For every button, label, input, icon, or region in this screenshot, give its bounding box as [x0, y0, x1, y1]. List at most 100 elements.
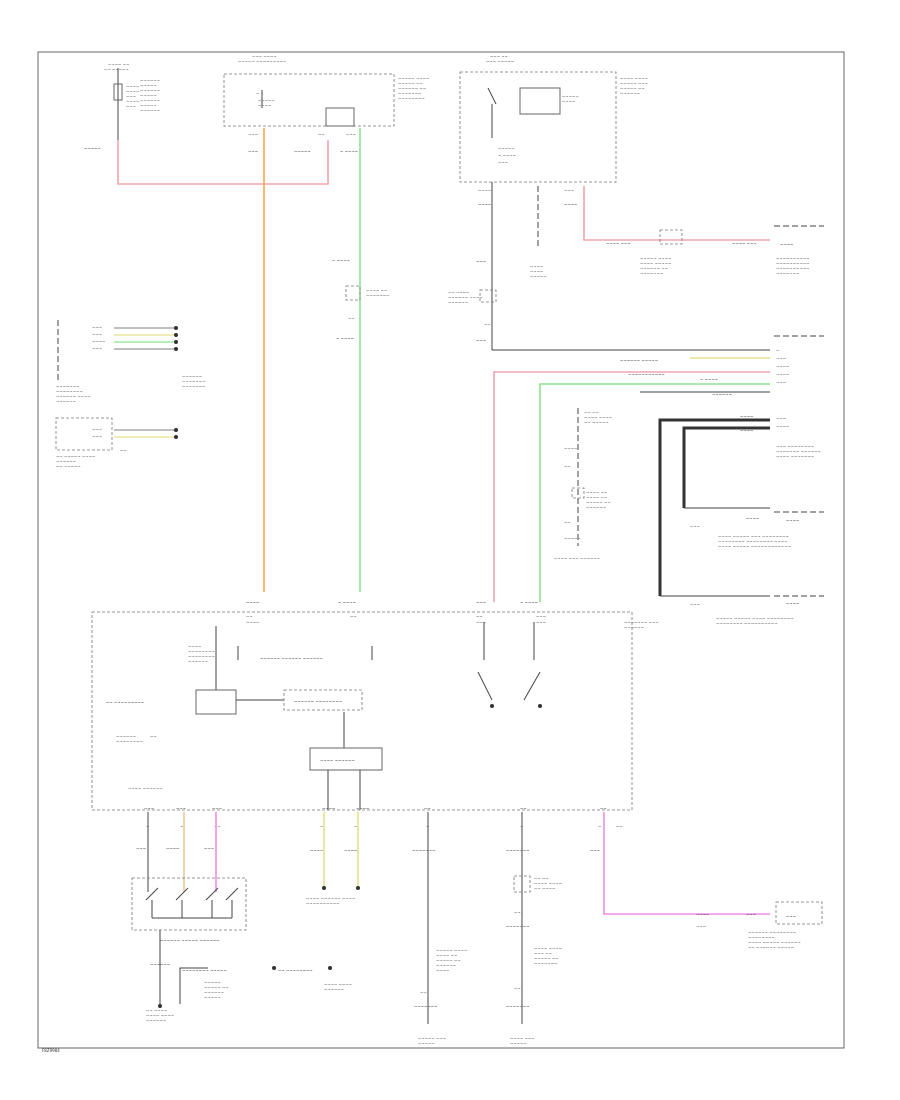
svg-text:~~~: ~~~ [776, 380, 786, 385]
svg-text:~~~~: ~~~~ [356, 806, 369, 811]
svg-text:~~~: ~~~ [248, 132, 258, 137]
svg-text:~~~: ~~~ [136, 846, 146, 851]
svg-text:~~~~~~~~~~: ~~~~~~~~~~ [776, 256, 810, 261]
svg-text:~~~~~~ ~~~~~: ~~~~~~ ~~~~~ [620, 358, 658, 363]
svg-text:~~~: ~~~ [776, 416, 786, 421]
svg-text:~~~~ ~~~~: ~~~~ ~~~~ [534, 881, 562, 886]
svg-text:~~~~ ~~: ~~~~ ~~ [366, 288, 387, 293]
svg-text:~~~: ~~~ [126, 94, 136, 99]
svg-text:~~~~: ~~~~ [126, 84, 139, 89]
svg-text:~~~~~~ ~~: ~~~~~~ ~~ [640, 266, 668, 271]
svg-text:~~~ ~~~~: ~~~ ~~~~ [252, 54, 277, 59]
svg-text:~~~~: ~~~~ [436, 968, 449, 973]
svg-text:~~: ~~ [150, 734, 157, 739]
svg-text:~~~: ~~~ [176, 806, 186, 811]
svg-text:~~: ~~ [564, 464, 571, 469]
svg-text:~~~: ~~~ [476, 259, 486, 264]
svg-text:~~~: ~~~ [498, 160, 508, 165]
svg-text:~~~ ~~~~~: ~~~ ~~~~~ [486, 59, 514, 64]
svg-text:~~~~~ ~~~~: ~~~~~ ~~~~ [398, 76, 429, 81]
svg-text:~~~~~~~~~~: ~~~~~~~~~~ [306, 901, 340, 906]
magenta-wire-bottom [603, 812, 770, 915]
svg-text:~~~~~: ~~~~~ [294, 149, 311, 154]
svg-text:~: ~ [354, 824, 357, 829]
svg-text:~~~~~~: ~~~~~~ [140, 108, 160, 113]
svg-text:~~~~~~~: ~~~~~~~ [506, 848, 529, 853]
svg-text:~~: ~~ [424, 806, 431, 811]
svg-text:~~~~: ~~~~ [188, 644, 201, 649]
svg-text:~~: ~~ [350, 614, 357, 619]
svg-text:~ ~~~~: ~ ~~~~ [498, 153, 516, 158]
svg-text:~~~~~ ~~~: ~~~~~ ~~~ [418, 1036, 446, 1041]
svg-text:~~~~~~~~: ~~~~~~~~ [398, 96, 425, 101]
svg-text:~~~~~~: ~~~~~~ [188, 659, 208, 664]
svg-text:~~~~ ~~~~: ~~~~ ~~~~ [534, 946, 562, 951]
svg-text:~~~: ~~~ [536, 620, 546, 625]
svg-text:~~~~ ~~: ~~~~ ~~ [108, 62, 129, 67]
svg-text:~~ ~~~~: ~~ ~~~~ [448, 290, 469, 295]
svg-text:~~~~~ ~~: ~~~~~ ~~ [586, 500, 611, 505]
svg-text:~~~~~~ ~~: ~~~~~~ ~~ [398, 86, 426, 91]
diagram-code: F8Z9984 [42, 1048, 60, 1053]
svg-text:~~~~: ~~~~ [564, 446, 577, 451]
svg-text:~~~~: ~~~~ [246, 600, 259, 605]
relay-splice: ~~~ ~~ ~~~~ ~~~~~~ ~~~~ ~~~~~~ ~~ ~~~ [448, 259, 497, 343]
svg-text:~~~: ~~~ [92, 346, 102, 351]
svg-text:~~~ ~~: ~~~ ~~ [534, 951, 552, 956]
svg-text:~~~~~~~ ~~~~~~: ~~~~~~~ ~~~~~~ [776, 449, 821, 454]
svg-text:~~ ~~~~: ~~ ~~~~ [534, 886, 555, 891]
svg-text:~~: ~~ [600, 806, 607, 811]
svg-text:~~~~: ~~~~ [322, 806, 335, 811]
svg-text:~~~~~ ~~: ~~~~~ ~~ [398, 81, 423, 86]
svg-text:~~ ~~~~~: ~~ ~~~~~ [56, 464, 81, 469]
svg-text:~~~~~ ~~: ~~~~~ ~~ [620, 86, 645, 91]
bottom-labels: ~~~ ~~~~ ~~~ ~~~~ ~~~~ ~~~~~~~ ~~~~~~~ ~… [136, 846, 600, 906]
svg-text:~~~: ~~~ [690, 602, 700, 607]
svg-text:~~~: ~~~ [476, 600, 486, 605]
svg-text:~~~: ~~~ [776, 356, 786, 361]
svg-text:~~ ~~~~~: ~~ ~~~~~ [584, 420, 609, 425]
svg-text:~~~: ~~~ [696, 924, 706, 929]
svg-text:~: ~ [776, 348, 779, 353]
svg-text:~~~: ~~~ [590, 848, 600, 853]
diagram-frame [37, 51, 845, 1049]
svg-text:~~~~~: ~~~~~ [204, 995, 221, 1000]
svg-text:~~~~~~: ~~~~~~ [712, 392, 732, 397]
svg-text:~~~~~: ~~~~~ [530, 274, 547, 279]
svg-text:~~~~~~~: ~~~~~~~ [776, 271, 799, 276]
svg-text:~~~~~ ~~~~: ~~~~~ ~~~~ [436, 948, 467, 953]
svg-text:~~~~~: ~~~~~ [204, 980, 221, 985]
svg-text:~~ ~~~~~~~~: ~~ ~~~~~~~~ [278, 968, 313, 973]
bottom-right-sensor: ~~~~ ~~~ ~~~ ~~~ ~~~~~~ ~~~~~~~~ ~~~~~~~… [696, 901, 823, 950]
svg-text:~~~~ ~~~~~~: ~~~~ ~~~~~~ [128, 786, 163, 791]
svg-text:~ ~~~~: ~ ~~~~ [340, 149, 358, 154]
svg-text:~~~~: ~~~~ [166, 846, 179, 851]
svg-text:~~~~~: ~~~~~ [562, 94, 579, 99]
svg-text:~~~~~~~~ ~~~~~: ~~~~~~~~ ~~~~~ [182, 968, 227, 973]
svg-text:~~~~ ~~~~~~: ~~~~ ~~~~~~ [320, 758, 355, 763]
svg-text:~~: ~~ [476, 614, 483, 619]
svg-text:~~~~~ ~~: ~~~~~ ~~ [436, 958, 461, 963]
svg-text:~~~: ~~~ [476, 338, 486, 343]
svg-text:~~~: ~~~ [248, 149, 258, 154]
svg-text:~~~ ~~~~~~~~: ~~~ ~~~~~~~~ [776, 444, 814, 449]
svg-text:~~ ~~~~~ ~~~~: ~~ ~~~~~ ~~~~ [56, 454, 95, 459]
svg-text:~~ ~~~~~: ~~ ~~~~~ [104, 67, 129, 72]
svg-text:~~~~ ~~~~: ~~~~ ~~~~ [146, 1013, 174, 1018]
svg-text:~~~~~~ ~~~~: ~~~~~~ ~~~~ [56, 394, 91, 399]
svg-text:~~: ~~ [348, 316, 355, 321]
svg-text:~~~~~~~~ ~~~~~~~~ ~~~~: ~~~~~~~~ ~~~~~~~~ ~~~~ [718, 539, 788, 544]
svg-text:~~~~ ~~~~~ ~~~ ~~~~~~~~: ~~~~ ~~~~~ ~~~ ~~~~~~~~ [718, 534, 789, 539]
svg-text:~~~~: ~~~~ [786, 518, 799, 523]
ground-top-right: ~~~~ ~~~~ ~~~~~ [530, 186, 547, 279]
svg-text:~~~~~~: ~~~~~~ [116, 734, 136, 739]
svg-text:~~~~ ~~~~~: ~~~~ ~~~~~ [640, 261, 671, 266]
svg-text:~~~~~~~ ~~~: ~~~~~~~ ~~~ [624, 620, 659, 625]
svg-text:~~~~~ ~~~~~~~~~: ~~~~~ ~~~~~~~~~ [238, 59, 286, 64]
svg-text:~ ~~~~: ~ ~~~~ [336, 336, 354, 341]
svg-text:~~~~~~~: ~~~~~~~ [412, 848, 435, 853]
svg-text:~~ ~~: ~~ ~~ [534, 876, 549, 881]
svg-text:~~~~: ~~~~ [740, 428, 753, 433]
svg-text:~~~~~~~: ~~~~~~~ [640, 271, 663, 276]
